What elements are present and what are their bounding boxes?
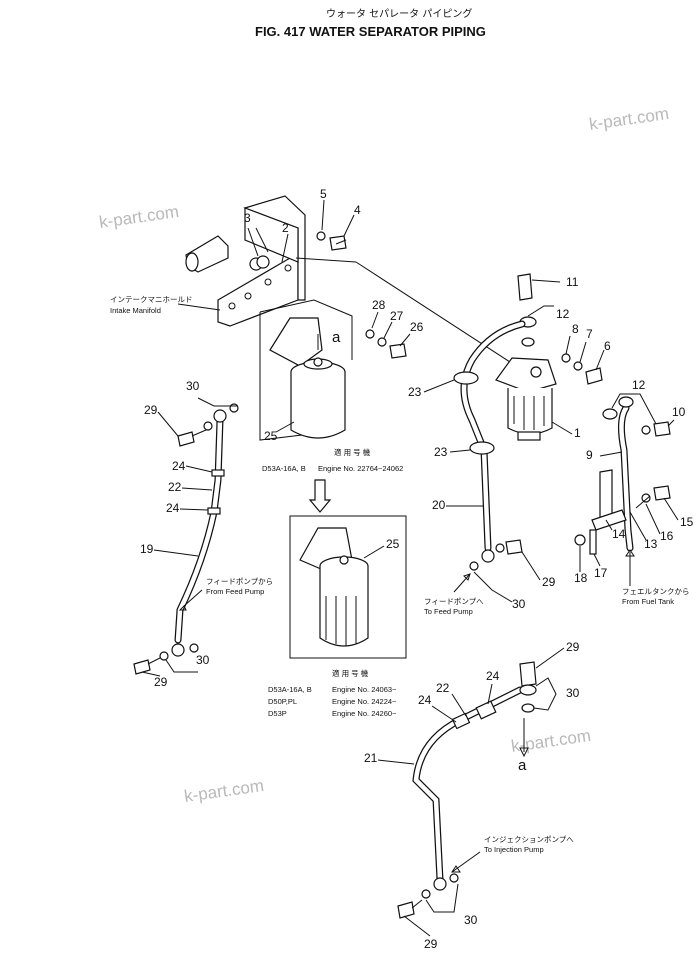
to-feed-pump-label: To Feed Pump: [424, 607, 473, 616]
callout-28: 28: [372, 298, 386, 312]
intake-manifold-stud: [185, 235, 229, 273]
callout-30-left-top: 30: [186, 379, 200, 393]
water-separator-new: [299, 527, 369, 647]
callout-18: 18: [574, 571, 588, 585]
to-injection-pump-label: To Injection Pump: [484, 845, 544, 854]
intake-manifold-label-jp: インテークマニホールド: [110, 295, 193, 304]
callout-19: 19: [140, 542, 154, 556]
view-marker-a-bottom: a: [518, 757, 527, 774]
applicability-lower-model-3: D53P: [268, 709, 287, 718]
callout-9: 9: [586, 448, 593, 462]
callout-10: 10: [672, 405, 686, 419]
new-type-separator-frame: [289, 515, 407, 659]
callout-12-top: 12: [556, 307, 570, 321]
applicability-heading-lower: 適 用 号 機: [332, 668, 369, 678]
callout-8: 8: [572, 322, 579, 336]
callout-25-lower: 25: [386, 537, 400, 551]
callout-15: 15: [680, 515, 694, 529]
callout-23-top: 23: [408, 385, 422, 399]
transition-arrow: [308, 479, 332, 513]
bolt-part-29-lower-right: [519, 661, 537, 687]
callout-22-left: 22: [168, 480, 182, 494]
callout-30-lower-right: 30: [566, 686, 580, 700]
title-japanese: ウォータ セパレータ パイピング: [326, 7, 472, 20]
callout-25-upper: 25: [264, 429, 278, 443]
water-separator-old: [269, 317, 346, 439]
callout-24-lower-right: 24: [486, 669, 500, 683]
view-marker-a-top: a: [332, 329, 341, 346]
callout-4: 4: [354, 203, 361, 217]
callout-16: 16: [660, 529, 674, 543]
water-separator-main: [495, 357, 557, 441]
applicability-upper-model: D53A-16A, B: [262, 464, 306, 473]
callout-24-lower-left: 24: [418, 693, 432, 707]
callout-2: 2: [282, 221, 289, 235]
callout-24-left-b: 24: [166, 501, 180, 515]
callout-30-left-bottom: 30: [196, 653, 210, 667]
from-fuel-tank-label: From Fuel Tank: [622, 597, 674, 606]
to-feed-pump-label-jp: フィードポンプへ: [424, 597, 484, 606]
callout-6: 6: [604, 339, 611, 353]
fuel-pipe-9: [617, 404, 634, 552]
callout-3: 3: [244, 211, 251, 225]
callout-27: 27: [390, 309, 404, 323]
fuel-pipe-20: [460, 320, 526, 552]
callout-29-center: 29: [542, 575, 556, 589]
from-feed-pump-label: From Feed Pump: [206, 587, 264, 596]
callout-14: 14: [612, 527, 626, 541]
watermark-bottom-left: k-part.com: [183, 776, 265, 806]
callout-5: 5: [320, 187, 327, 201]
bolt-part-11: [517, 273, 533, 301]
callout-22-lower: 22: [436, 681, 450, 695]
applicability-lower-engine-2: Engine No. 24224~: [332, 697, 397, 706]
callout-29-left-bottom: 29: [154, 675, 168, 689]
from-feed-pump-label-jp: フィードポンプから: [206, 577, 273, 586]
applicability-lower-engine-1: Engine No. 24063~: [332, 685, 397, 694]
callout-21: 21: [364, 751, 378, 765]
applicability-heading-upper: 適 用 号 機: [334, 447, 371, 457]
watermark-top-left: k-part.com: [98, 202, 180, 232]
spacer-part-3: [249, 255, 270, 271]
callout-30-bottom: 30: [464, 913, 478, 927]
watermarks: k-part.com k-part.com k-part.com k-part.…: [98, 104, 670, 806]
intake-manifold-label: Intake Manifold: [110, 306, 161, 315]
bolt-part-4: [329, 235, 347, 251]
watermark-top-right: k-part.com: [588, 104, 670, 134]
callout-13: 13: [644, 537, 658, 551]
callout-1: 1: [574, 426, 581, 440]
figure-title: FIG. 417 WATER SEPARATOR PIPING: [255, 24, 486, 39]
callout-29-bottom: 29: [424, 937, 438, 951]
washer-part-5: [316, 231, 326, 241]
callout-26: 26: [410, 320, 424, 334]
to-injection-pump-label-jp: インジェクションポンプへ: [484, 835, 574, 844]
applicability-lower-engine-3: Engine No. 24260~: [332, 709, 397, 718]
callout-12-right: 12: [632, 378, 646, 392]
callout-7: 7: [586, 327, 593, 341]
callout-11: 11: [566, 275, 579, 289]
callout-24-left-a: 24: [172, 459, 186, 473]
applicability-upper-engine: Engine No. 22764~24062: [318, 464, 403, 473]
callout-20: 20: [432, 498, 446, 512]
applicability-lower-model-2: D50P,PL: [268, 697, 297, 706]
from-fuel-tank-label-jp: フェエルタンクから: [622, 587, 690, 596]
callout-17: 17: [594, 566, 608, 580]
callout-29-lower-right: 29: [566, 640, 580, 654]
callout-29-left-top: 29: [144, 403, 158, 417]
callout-23-bottom: 23: [434, 445, 448, 459]
callout-30-center: 30: [512, 597, 526, 611]
applicability-lower-model-1: D53A-16A, B: [268, 685, 312, 694]
